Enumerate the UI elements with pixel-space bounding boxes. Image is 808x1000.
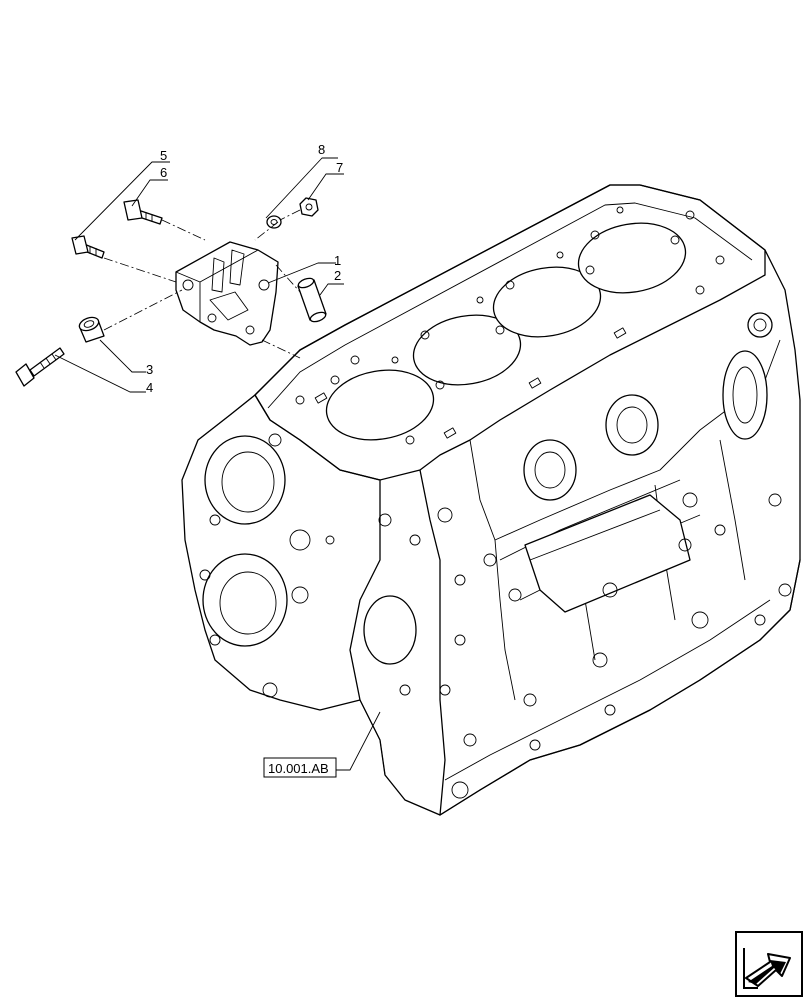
sleeve-part (297, 277, 327, 323)
callout-7: 7 (336, 160, 343, 175)
cylinder-bore-4 (577, 222, 687, 294)
side-boss-2 (605, 394, 659, 456)
bracket-part (175, 241, 279, 346)
bolt-6-part (123, 199, 163, 225)
front-bore-side (363, 595, 417, 665)
callout-3: 3 (146, 362, 153, 377)
reference-label-box[interactable]: 10.001.AB (263, 757, 337, 778)
nut-part (299, 197, 319, 217)
spacer-part (78, 316, 105, 343)
side-boss-3 (722, 350, 768, 440)
cylinder-bore-3 (492, 266, 602, 338)
cylinder-bore-2 (412, 314, 522, 386)
reference-label: 10.001.AB (268, 761, 329, 776)
callout-2: 2 (334, 268, 341, 283)
callout-1: 1 (334, 253, 341, 268)
callout-4: 4 (146, 380, 153, 395)
front-bore-lower (202, 553, 288, 647)
callout-labels: 1 2 3 4 5 6 7 8 (146, 142, 343, 395)
engine-block (181, 184, 801, 816)
callout-leaders (54, 157, 381, 771)
callout-8: 8 (318, 142, 325, 157)
callout-6: 6 (160, 165, 167, 180)
bolt-5-part (71, 235, 105, 259)
arrow-navigation-icon[interactable] (735, 931, 803, 997)
washer-part (266, 215, 282, 229)
long-bolt-part (15, 347, 65, 387)
callout-5: 5 (160, 148, 167, 163)
cylinder-bore-1 (325, 369, 435, 441)
side-boss-1 (523, 439, 577, 501)
front-bore-upper (204, 435, 286, 525)
assembly-centerlines (103, 209, 301, 359)
